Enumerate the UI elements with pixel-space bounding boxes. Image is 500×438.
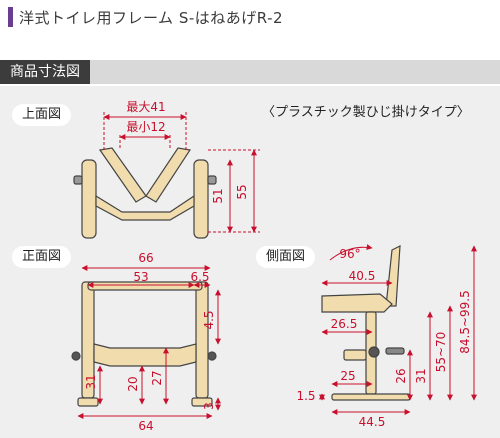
page-title: 洋式トイレ用フレーム S-はねあげR-2 bbox=[19, 8, 284, 27]
front-height-b-label: 20 bbox=[126, 376, 140, 391]
side-height-range-b-label: 84.5~99.5 bbox=[458, 290, 472, 354]
front-height-c-label: 27 bbox=[150, 370, 164, 385]
top-view-dimensions bbox=[103, 112, 260, 233]
side-base-offset-label: 25 bbox=[340, 369, 355, 383]
front-view-dimensions bbox=[77, 265, 221, 419]
side-view-label: 側面図 bbox=[256, 246, 316, 268]
side-base-height-label: 1.5 bbox=[296, 389, 315, 403]
front-view-label: 正面図 bbox=[12, 246, 72, 268]
top-max-width-label: 最大41 bbox=[126, 100, 165, 114]
front-offset-label: 6.5 bbox=[190, 270, 209, 284]
top-min-width-label: 最小12 bbox=[126, 120, 165, 134]
side-base-length-label: 44.5 bbox=[359, 415, 386, 429]
side-height-26-label: 26 bbox=[394, 368, 408, 383]
side-angle-label: 96° bbox=[339, 247, 360, 261]
side-view-dimensions bbox=[319, 244, 477, 415]
side-view-drawing bbox=[321, 244, 411, 401]
side-seat-depth-label: 26.5 bbox=[331, 317, 358, 331]
front-rail-drop-label: 4.5 bbox=[202, 310, 216, 329]
front-overall-width-label: 66 bbox=[138, 251, 153, 265]
section-label: 商品寸法図 bbox=[0, 60, 90, 84]
top-view-label: 上面図 bbox=[12, 104, 72, 126]
title-accent-bar bbox=[8, 7, 13, 27]
front-foot-label: 3 bbox=[202, 402, 216, 410]
front-inner-width-label: 53 bbox=[133, 270, 148, 284]
side-armrest-length-label: 40.5 bbox=[349, 269, 376, 283]
page-header: 洋式トイレ用フレーム S-はねあげR-2 bbox=[8, 6, 283, 28]
side-height-range-a-label: 55~70 bbox=[434, 332, 448, 373]
top-outer-depth-label: 55 bbox=[235, 184, 249, 199]
side-height-31-label: 31 bbox=[414, 368, 428, 383]
front-base-width-label: 64 bbox=[138, 419, 153, 433]
armrest-type-note: 〈プラスチック製ひじ掛けタイプ〉 bbox=[262, 105, 470, 120]
top-inner-depth-label: 51 bbox=[211, 188, 225, 203]
top-view-drawing bbox=[73, 147, 217, 239]
front-height-a-label: 31 bbox=[84, 374, 98, 389]
